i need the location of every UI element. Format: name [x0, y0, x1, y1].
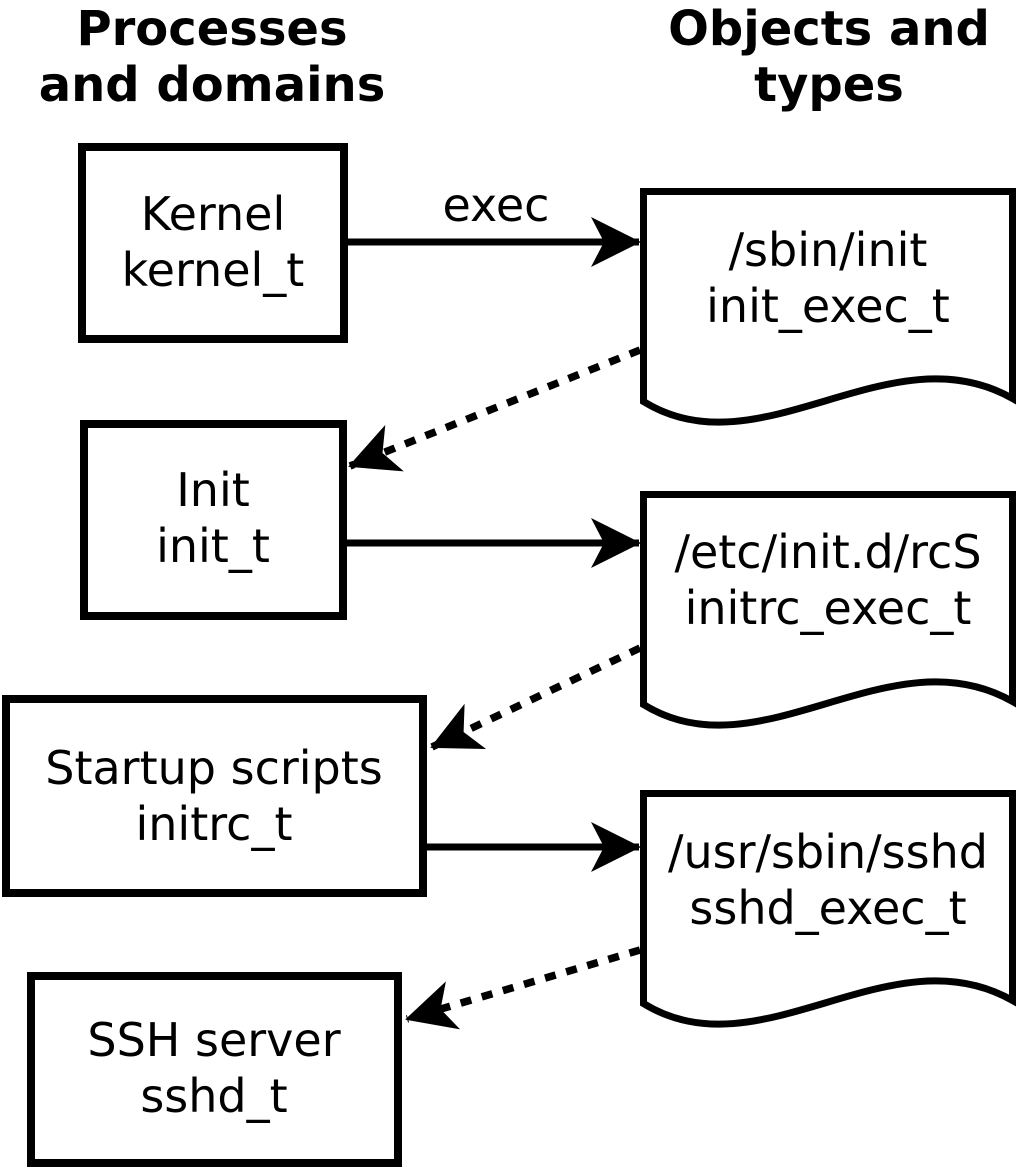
transition-arrow-init-exec-to-init	[348, 346, 642, 472]
object-rcs-type: initrc_exec_t	[685, 581, 972, 635]
process-box-startup-scripts	[2, 695, 427, 897]
left-column-heading-line2: and domains	[39, 57, 386, 113]
process-ssh-server-label: SSH server	[87, 1013, 340, 1067]
process-box-init	[80, 420, 347, 620]
transition-arrow-sshd-exec-to-sshd	[405, 946, 642, 1030]
process-box-kernel	[78, 143, 348, 343]
object-sbin-init-path: /sbin/init	[729, 223, 928, 277]
object-sshd-path: /usr/sbin/sshd	[668, 825, 988, 879]
process-init-label: Init	[176, 463, 250, 517]
transition-arrow-initrc-exec-to-initrc	[430, 644, 642, 751]
object-doc-usr-sbin-sshd	[640, 790, 1016, 1028]
process-kernel-label: Kernel	[141, 187, 286, 241]
process-box-ssh-server	[27, 972, 402, 1167]
object-sshd-type: sshd_exec_t	[689, 881, 966, 935]
process-ssh-server-domain: sshd_t	[140, 1069, 287, 1123]
right-column-heading-line2: types	[754, 57, 904, 113]
process-init-domain: init_t	[156, 519, 270, 573]
object-doc-sbin-init	[640, 188, 1016, 426]
object-rcs-path: /etc/init.d/rcS	[674, 525, 981, 579]
object-doc-etc-initd-rcs	[640, 491, 1016, 729]
process-startup-scripts-domain: initrc_t	[136, 797, 293, 851]
right-column-heading-line1: Objects and	[668, 1, 990, 57]
object-sbin-init-type: init_exec_t	[706, 279, 950, 333]
left-column-heading-line1: Processes	[76, 1, 347, 57]
exec-arrow-label: exec	[443, 178, 550, 232]
process-startup-scripts-label: Startup scripts	[45, 741, 383, 795]
process-kernel-domain: kernel_t	[122, 243, 305, 297]
